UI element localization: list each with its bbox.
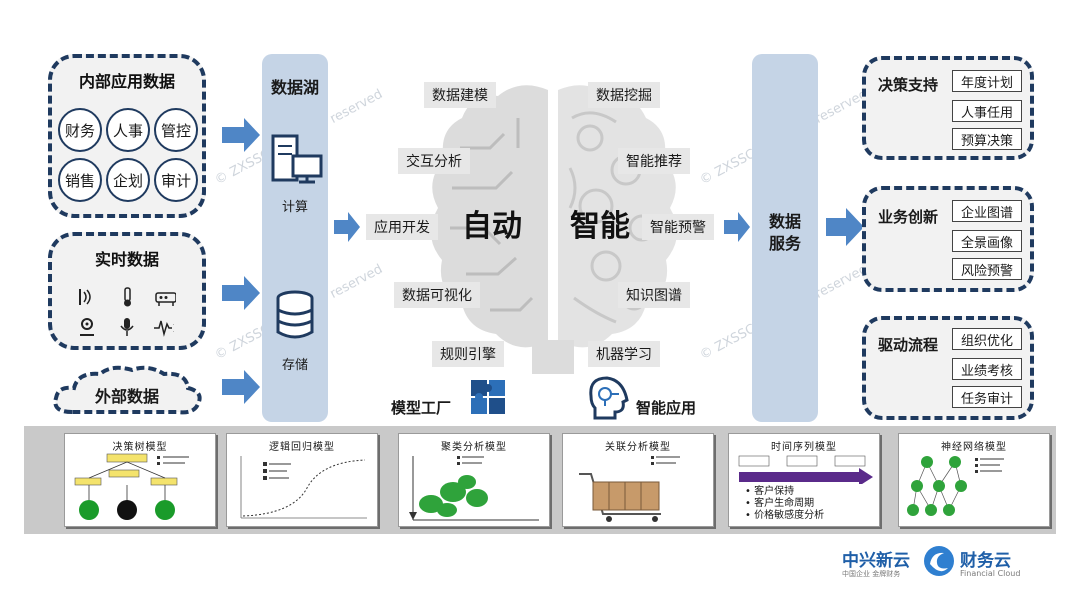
model-factory-label: 模型工厂 — [391, 399, 452, 417]
time-series-bullet: • 客户生命周期 — [745, 498, 815, 509]
arrow-icon — [334, 212, 360, 242]
logo-left-text: 中兴新云 — [842, 551, 910, 571]
label-data-modeling: 数据建模 — [424, 82, 496, 108]
logo-left-sub: 中国企业 金牌财务 — [842, 570, 901, 578]
internal-data-title: 内部应用数据 — [78, 72, 175, 91]
shopping-cart-thumbnail — [579, 456, 680, 522]
label-smart-recommend: 智能推荐 — [618, 148, 690, 174]
item-performance-review: 业绩考核 — [952, 358, 1022, 380]
arrow-icon — [724, 212, 750, 242]
data-lake-column: 数据湖 计算 存储 — [262, 54, 328, 422]
router-icon — [154, 286, 176, 308]
auto-title: 自动 — [462, 209, 522, 244]
brand-logo: 中兴新云 中国企业 金牌财务 财务云 Financial Cloud — [842, 544, 1042, 584]
time-series-bullet: • 客户保持 — [745, 486, 795, 497]
puzzle-icon — [469, 378, 509, 422]
model-card-clustering: 聚类分析模型 — [398, 433, 550, 527]
clustering-thumbnail — [409, 456, 539, 521]
model-title: 决策树模型 — [112, 442, 168, 453]
intelligent-title: 智能 — [570, 209, 630, 244]
decision-support-group: 决策支持 年度计划 人事任用 预算决策 — [862, 56, 1034, 160]
model-title: 聚类分析模型 — [441, 442, 507, 453]
external-data-cloud: 外部数据 — [48, 362, 206, 422]
item-enterprise-graph: 企业图谱 — [952, 200, 1022, 222]
internal-item-audit: 审计 — [154, 158, 198, 202]
storage-label: 存储 — [281, 358, 308, 373]
label-rule-engine: 规则引擎 — [432, 341, 504, 367]
decision-support-title: 决策支持 — [878, 76, 939, 94]
label-data-visualization: 数据可视化 — [394, 282, 480, 308]
item-hr-appointment: 人事任用 — [952, 100, 1022, 122]
server-computer-icon — [271, 134, 323, 188]
logistic-regression-thumbnail — [240, 456, 367, 519]
realtime-data-title: 实时数据 — [94, 250, 159, 269]
arrow-icon — [222, 276, 260, 310]
decision-tree-thumbnail — [74, 453, 189, 520]
model-card-decision-tree: 决策树模型 — [64, 433, 216, 527]
swirl-logo-icon — [922, 544, 956, 582]
business-innovation-title: 业务创新 — [878, 208, 939, 226]
model-card-association: 关联分析模型 — [562, 433, 714, 527]
compute-label: 计算 — [281, 200, 308, 215]
time-series-thumbnail — [738, 455, 873, 484]
realtime-data-group: 实时数据 — [48, 232, 206, 350]
internal-item-finance: 财务 — [58, 108, 102, 152]
label-smart-warning: 智能预警 — [642, 214, 714, 240]
model-title: 逻辑回归模型 — [269, 442, 335, 453]
database-icon — [275, 290, 315, 344]
item-risk-warning: 风险预警 — [952, 258, 1022, 280]
model-title: 关联分析模型 — [605, 442, 671, 453]
data-service-column: 数据 服务 — [752, 54, 818, 422]
label-data-mining: 数据挖掘 — [588, 82, 660, 108]
arrow-icon — [826, 208, 864, 246]
business-innovation-group: 业务创新 企业图谱 全景画像 风险预警 — [862, 186, 1034, 292]
label-knowledge-graph: 知识图谱 — [618, 282, 690, 308]
model-card-logistic-regression: 逻辑回归模型 — [226, 433, 378, 527]
thermometer-icon — [116, 286, 138, 308]
logo-right-text: 财务云 — [960, 551, 1011, 571]
item-task-audit: 任务审计 — [952, 386, 1022, 408]
internal-item-control: 管控 — [154, 108, 198, 152]
signal-icon — [74, 286, 96, 308]
model-card-time-series: 时间序列模型 • 客户保持 • 客户生命周期 • 价格敏感度分析 — [728, 433, 880, 527]
model-title: 神经网络模型 — [941, 442, 1007, 453]
internal-item-planning: 企划 — [106, 158, 150, 202]
internal-item-hr: 人事 — [106, 108, 150, 152]
data-service-title-line2: 服务 — [768, 234, 801, 253]
arrow-icon — [222, 370, 260, 404]
bullet-text: 价格敏感度分析 — [754, 510, 825, 521]
external-data-title: 外部数据 — [94, 387, 159, 406]
internal-item-sales: 销售 — [58, 158, 102, 202]
neural-network-thumbnail — [907, 456, 1004, 516]
bullet-text: 客户保持 — [754, 486, 795, 497]
model-title: 时间序列模型 — [771, 442, 837, 453]
data-service-title-line1: 数据 — [768, 212, 801, 231]
model-card-neural-network: 神经网络模型 — [898, 433, 1050, 527]
pulse-icon — [152, 316, 174, 338]
label-interactive-analysis: 交互分析 — [398, 148, 470, 174]
data-lake-title: 数据湖 — [270, 78, 319, 97]
location-pin-icon — [76, 316, 98, 338]
label-app-development: 应用开发 — [366, 214, 438, 240]
item-panoramic-profile: 全景画像 — [952, 230, 1022, 252]
ai-head-icon — [585, 374, 629, 424]
bullet-text: 客户生命周期 — [754, 498, 815, 509]
arrow-icon — [222, 118, 260, 152]
process-driven-title: 驱动流程 — [878, 336, 939, 354]
process-driven-group: 驱动流程 组织优化 业绩考核 任务审计 — [862, 316, 1034, 420]
item-org-optimization: 组织优化 — [952, 328, 1022, 350]
internal-data-group: 内部应用数据 财务 人事 管控 销售 企划 审计 — [48, 54, 206, 218]
logo-right-sub: Financial Cloud — [960, 569, 1021, 578]
item-annual-plan: 年度计划 — [952, 70, 1022, 92]
microphone-icon — [116, 316, 138, 338]
time-series-bullet: • 价格敏感度分析 — [745, 510, 825, 521]
label-machine-learning: 机器学习 — [588, 341, 660, 367]
item-budget-decision: 预算决策 — [952, 128, 1022, 150]
smart-apps-label: 智能应用 — [636, 399, 697, 417]
